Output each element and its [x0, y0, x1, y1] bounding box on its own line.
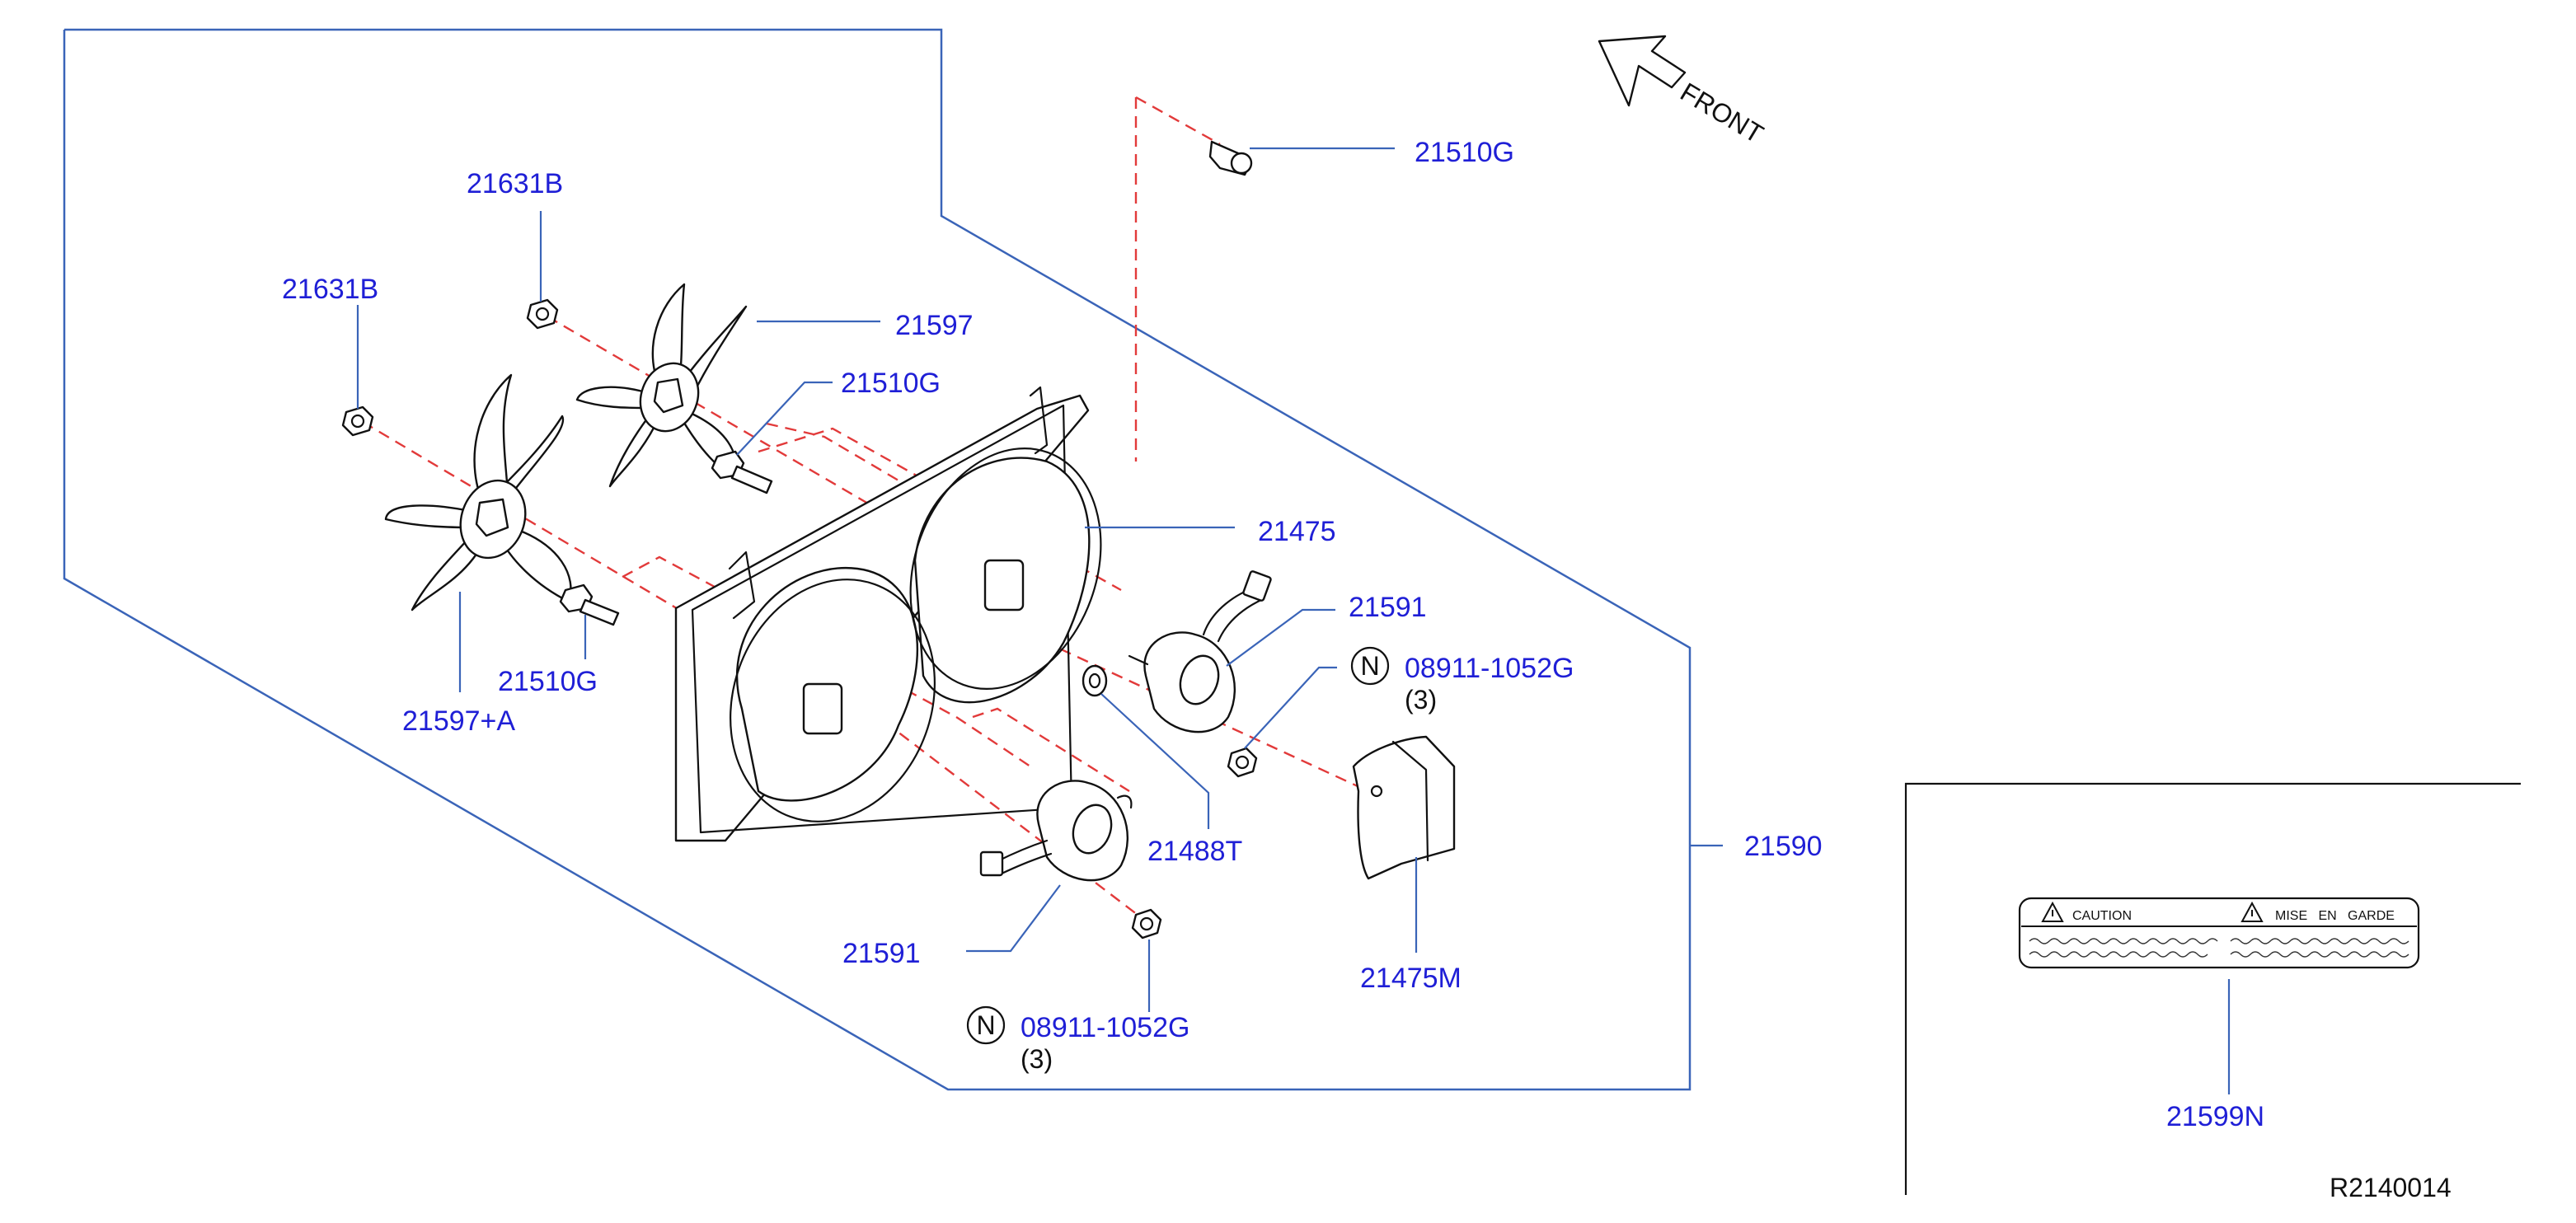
warning-triangle-icon	[2041, 901, 2064, 922]
fan-blade-upper	[575, 283, 748, 488]
fan-blade-left	[384, 373, 572, 612]
callout-21631b-upper: 21631B	[467, 168, 563, 199]
front-arrow-icon	[1598, 35, 1687, 107]
nut-08911-lower	[1131, 908, 1162, 940]
front-label: FRONT	[1675, 77, 1768, 149]
callout-21597a: 21597+A	[402, 705, 515, 737]
caution-text-en: CAUTION	[2072, 909, 2132, 923]
callout-21475: 21475	[1258, 516, 1336, 547]
callout-21591-lower: 21591	[842, 938, 921, 969]
nut-21631b-upper	[526, 298, 559, 330]
diagram-code: R2140014	[2330, 1173, 2452, 1202]
svg-text:N: N	[1360, 651, 1379, 681]
motor-lower	[979, 780, 1133, 882]
callout-21631b-lower: 21631B	[282, 274, 378, 305]
callout-21590: 21590	[1744, 831, 1823, 862]
caution-label-card: CAUTION MISE EN GARDE	[2018, 897, 2420, 969]
callout-08911-1052g-upper: 08911-1052G	[1405, 653, 1574, 684]
nut-symbol-lower: N	[966, 1005, 1006, 1045]
callout-21488t: 21488T	[1147, 836, 1242, 867]
warning-triangle-icon-fr	[2241, 901, 2264, 922]
callout-21510g-top: 21510G	[1415, 137, 1514, 168]
bolt-top	[1208, 140, 1253, 176]
qty-note-upper: (3)	[1405, 685, 1437, 715]
leader-lines	[356, 147, 2231, 1094]
callout-21475m: 21475M	[1360, 963, 1462, 994]
callout-21597: 21597	[895, 310, 974, 341]
label-fine-print	[2029, 938, 2409, 958]
nut-08911-upper	[1227, 747, 1258, 778]
assembly-boundary	[63, 28, 1692, 1091]
caution-text-fr: MISE EN GARDE	[2275, 909, 2395, 923]
callout-21599n: 21599N	[2166, 1101, 2264, 1132]
bolt-left	[559, 583, 620, 626]
nut-21631b-lower	[341, 405, 374, 437]
callout-08911-1052g-lower: 08911-1052G	[1021, 1012, 1189, 1043]
resistor-cover	[1352, 735, 1456, 880]
callout-21591-upper: 21591	[1349, 592, 1427, 623]
bolt-mid	[711, 450, 773, 494]
callout-21510g-left: 21510G	[498, 666, 598, 697]
spacer	[1082, 664, 1108, 697]
nut-symbol-upper: N	[1350, 646, 1390, 686]
qty-note-lower: (3)	[1021, 1044, 1053, 1074]
motor-upper	[1128, 570, 1272, 733]
inset-box	[1904, 782, 2521, 1195]
callout-21510g-mid: 21510G	[841, 368, 941, 399]
svg-text:N: N	[976, 1010, 995, 1040]
